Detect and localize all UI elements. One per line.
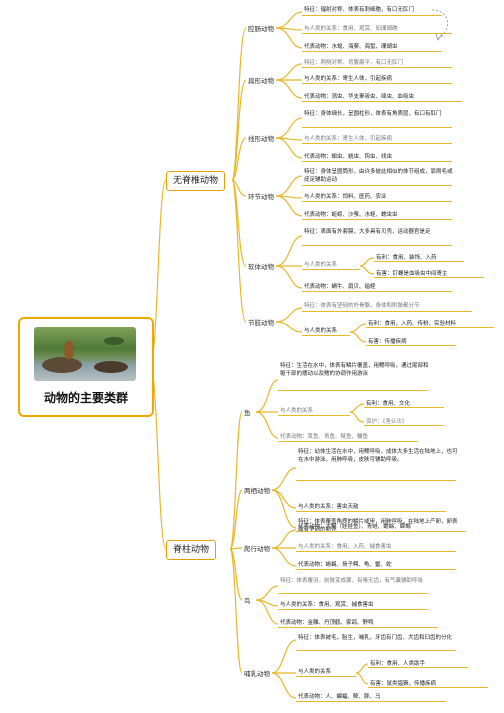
category-annelid[interactable]: 环节动物	[248, 193, 274, 201]
category-coelenterate[interactable]: 腔肠动物	[248, 25, 274, 33]
mollusk-good: 有利：食用、装饰、入药	[376, 255, 437, 261]
arthropod-feature: 特征：体表有坚韧的外骨骼，身体和附肢都分节	[304, 303, 420, 309]
category-amphibian[interactable]: 两栖动物	[244, 487, 270, 495]
bird-relation: 与人类的关系：食用、观赏、捕食害虫	[280, 602, 374, 608]
coelenterate-examples: 代表动物：水螅、海葵、海蜇、珊瑚虫	[304, 44, 398, 50]
arthropod-bad: 有害：传播疾病	[368, 339, 407, 345]
annelid-feature: 特征：身体呈圆筒形，由许多彼此相似的体节组成，靠刚毛或疣足辅助运动	[304, 169, 453, 183]
mollusk-examples: 代表动物：蜗牛、扇贝、缢蛏	[304, 284, 376, 290]
animal-photo	[34, 327, 136, 381]
invertebrate-node[interactable]: 无脊椎动物	[166, 171, 226, 191]
root-node[interactable]: 动物的主要类群	[18, 317, 154, 417]
category-flatworm[interactable]: 扁形动物	[248, 77, 274, 85]
mollusk-bad: 有害：钉螺是血吸虫中间寄主	[376, 271, 448, 277]
arthropod-relation: 与人类的关系	[304, 328, 338, 334]
bird-feature: 特征：体表覆羽，前肢变成翼，有喙无齿，有气囊辅助呼吸	[280, 578, 424, 584]
mollusk-feature: 特征：表面有外套膜，大多具有贝壳，运动器官是足	[304, 229, 431, 235]
mammal-relation: 与人类的关系	[298, 669, 332, 675]
bird-examples: 代表动物：金雕、丹顶鹤、家鸽、野鸭	[280, 620, 374, 626]
roundworm-examples: 代表动物：蛔虫、蛲虫、钩虫、线虫	[304, 154, 393, 160]
amphibian-feature: 特征：幼体生活在水中，用鳃呼吸，成体大多生活在陆地上，也可在水中游泳，用肺呼吸，…	[298, 449, 458, 463]
flatworm-relation: 与人类的关系：寄生人体，引起疾病	[304, 76, 393, 82]
reptile-feature: 特征：体表覆盖角质的鳞片或甲，用肺呼吸，在陆地上产卵，卵表面有坚韧的卵壳	[298, 519, 458, 533]
mammal-good: 有利：食用、人类助手	[370, 661, 426, 667]
reptile-examples: 代表动物：蜥蜴、扬子鳄、龟、鳖、蛇	[298, 562, 392, 568]
reptile-relation: 与人类的关系：食用、入药、捕食害虫	[298, 544, 392, 550]
mammal-bad: 有害：鼠类猖獗，传播疾病	[370, 681, 437, 687]
category-arthropod[interactable]: 节肢动物	[248, 319, 274, 327]
category-mammal[interactable]: 哺乳动物	[244, 670, 270, 678]
roundworm-relation: 与人类的关系：寄生人体，引起疾病	[304, 136, 393, 142]
coelenterate-feature: 特征：辐射对称、体表有刺细胞，有口无肛门	[304, 7, 415, 13]
flatworm-feature: 特征：两侧对称、背腹扁平，有口无肛门	[304, 60, 404, 66]
mammal-examples: 代表动物：人、蝙蝠、鲸、豚、马	[298, 694, 381, 700]
fish-feature: 特征：生活在水中，体表有鳞片覆盖，用鳃呼吸，通过尾部和躯干部的摆动以及鳍的协调作…	[280, 363, 429, 377]
root-title: 动物的主要类群	[43, 391, 128, 405]
arthropod-good: 有利：食用，入药、传粉、实验材料	[368, 321, 457, 327]
fish-relation: 与人类的关系	[280, 408, 314, 414]
fish-good: 有利：食用、文化	[366, 401, 411, 407]
flatworm-examples: 代表动物：涡虫、华支睾吸虫、绦虫、血吸虫	[304, 94, 415, 100]
amphibian-examples: 代表动物：大鲵（娃娃鱼）、青蛙、蟾蜍、蝾螈	[298, 524, 411, 530]
amphibian-relation: 与人类的关系：害虫天敌	[298, 504, 359, 510]
category-reptile[interactable]: 爬行动物	[244, 545, 270, 553]
category-mollusk[interactable]: 软体动物	[248, 263, 274, 271]
annelid-relation: 与人类的关系：饲料、医药、农业	[304, 194, 387, 200]
mollusk-relation: 与人类的关系	[304, 262, 338, 268]
fish-protect: 保护：《渔业法》	[366, 419, 408, 425]
mammal-feature: 特征：体表被毛，胎生，哺乳，牙齿有门齿、犬齿和臼齿的分化	[298, 635, 453, 641]
fish-examples: 代表动物：草鱼、青鱼、鲢鱼、鳙鱼	[280, 434, 369, 440]
roundworm-feature: 特征：身体细长，呈圆柱形，体表有角质层，有口有肛门	[304, 111, 442, 117]
category-roundworm[interactable]: 线形动物	[248, 135, 274, 143]
category-bird[interactable]: 鸟	[244, 597, 251, 605]
coelenterate-relation: 与人类的关系：食用、观赏、如珊瑚礁	[304, 26, 398, 32]
vertebrate-node[interactable]: 脊柱动物	[166, 540, 217, 560]
annelid-examples: 代表动物：蚯蚓、沙蚕、水蛭、蠕虫虫	[304, 212, 398, 218]
category-fish[interactable]: 鱼	[244, 409, 251, 417]
